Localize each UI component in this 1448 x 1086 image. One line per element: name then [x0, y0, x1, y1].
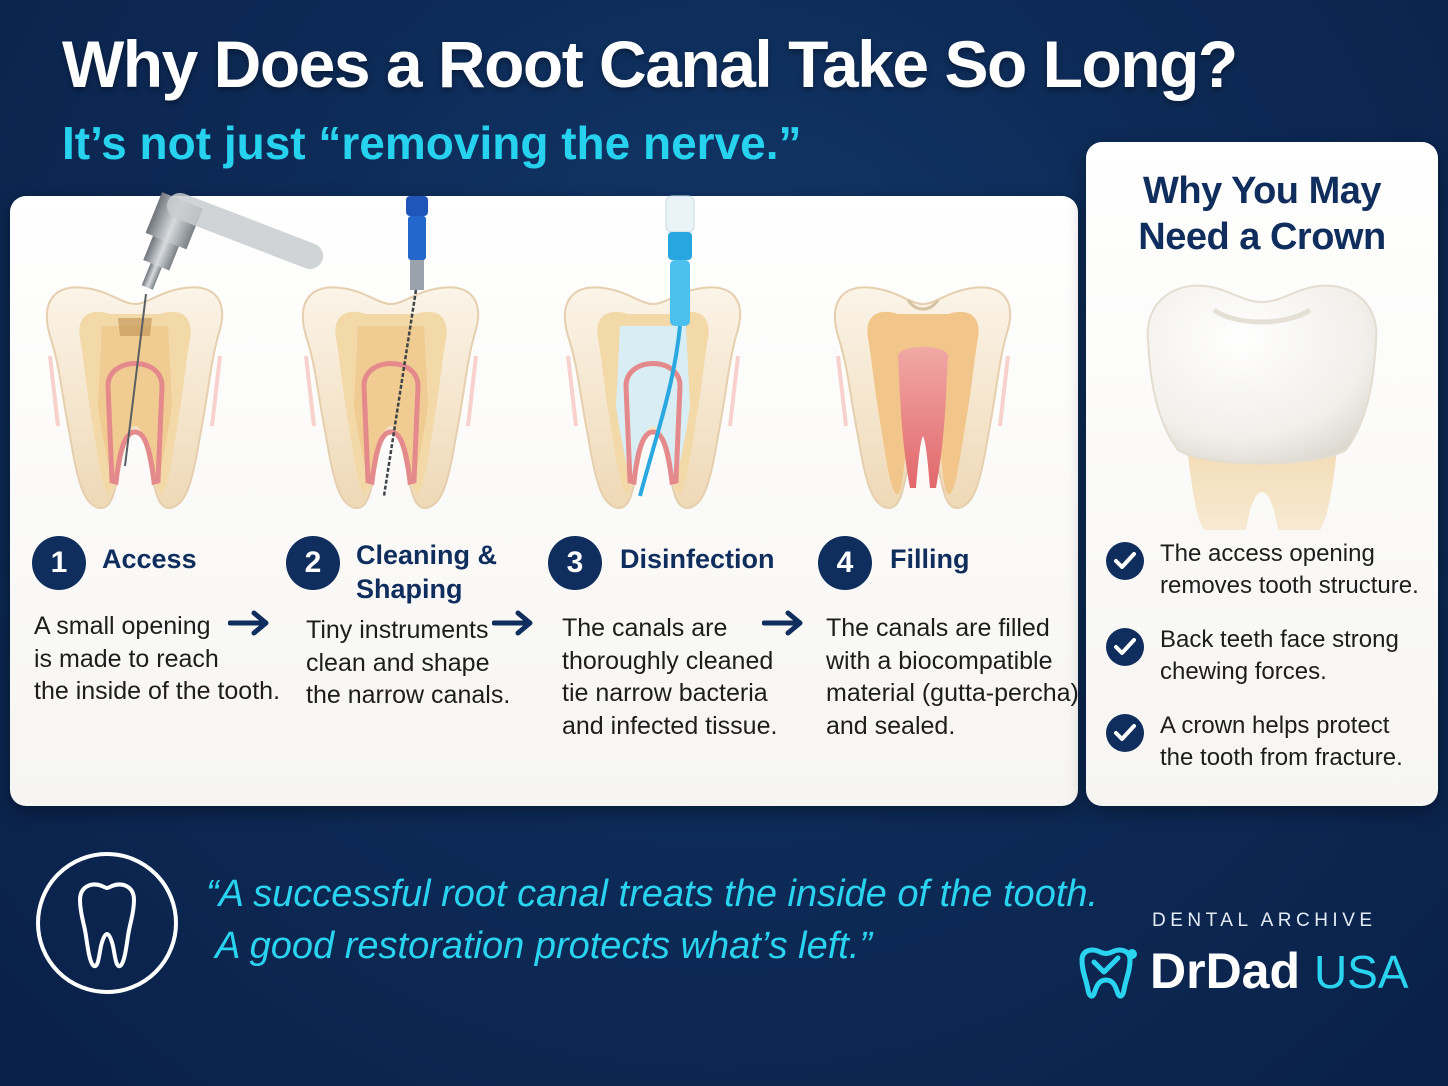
- step-title: Filling: [890, 542, 969, 576]
- step-description-line: material (gutta-percha): [826, 679, 1079, 707]
- step-description-line: tie narrow bacteria: [562, 679, 768, 707]
- steps-panel: 1 Access A small opening is made to reac…: [10, 192, 1079, 806]
- tooth-outline-icon: [78, 882, 136, 969]
- crown-title-line: Why You May: [1142, 170, 1382, 212]
- step-description: The canals are filled with a biocompatib…: [826, 612, 1079, 742]
- brand-suffix: USA: [1313, 946, 1409, 998]
- step-description: A small opening is made to reach the ins…: [34, 610, 280, 708]
- crown-reason-line: A crown helps protect: [1160, 712, 1390, 739]
- brand-name: DrDad: [1150, 943, 1301, 999]
- step-description-line: The canals are filled: [826, 614, 1050, 642]
- step-number-badge: 3: [548, 536, 602, 590]
- drdad-tooth-logo-icon: [1079, 947, 1137, 999]
- step-access: 1 Access A small opening is made to reac…: [10, 192, 323, 806]
- dental-crown-icon: [1146, 284, 1378, 530]
- step-description-line: A small opening: [34, 612, 211, 640]
- brand-wordmark: DrDad USA: [1150, 938, 1409, 1005]
- step-number-badge: 2: [286, 536, 340, 590]
- crown-reason-text: The access opening removes tooth structu…: [1160, 538, 1419, 602]
- crown-panel-title: Why You May Need a Crown: [1086, 168, 1438, 260]
- crown-reason-line: The access opening: [1160, 540, 1375, 567]
- tooth-cleaning-illustration: [301, 196, 480, 509]
- quote-line: “A successful root canal treats the insi…: [206, 873, 1099, 915]
- step-disinfection: 3 Disinfection The canals are thoroughly…: [526, 195, 796, 806]
- step-description-line: with a biocompatible: [826, 646, 1053, 675]
- step-description-line: is made to reach: [34, 644, 219, 673]
- arrow-right-icon: [228, 610, 269, 636]
- tooth-disinfection-illustration: [563, 195, 742, 509]
- step-description-line: the inside of the tooth.: [34, 677, 281, 705]
- tooth-outline-badge: [36, 852, 178, 994]
- archive-label: DENTAL ARCHIVE: [1152, 910, 1377, 931]
- crown-reason-line: Back teeth face strong: [1160, 626, 1399, 653]
- crown-reason-text: Back teeth face strong chewing forces.: [1160, 624, 1399, 688]
- step-description-line: thoroughly cleaned: [562, 646, 774, 675]
- tooth-access-illustration: [45, 192, 323, 509]
- checkmark-icon: [1106, 542, 1144, 580]
- step-description-line: and infected tissue.: [562, 711, 778, 740]
- step-title: Cleaning & Shaping: [356, 538, 497, 606]
- step-title: Access: [102, 542, 197, 576]
- step-title-line: Cleaning &: [356, 540, 498, 570]
- checkmark-icon: [1106, 714, 1144, 752]
- crown-panel: Why You May Need a Crown The access open…: [1086, 142, 1438, 806]
- page-subtitle: It’s not just “removing the nerve.”: [62, 117, 802, 169]
- checkmark-icon: [1106, 628, 1144, 666]
- tooth-filled-illustration: [833, 286, 1012, 509]
- step-title-line: Filling: [890, 544, 970, 574]
- step-number-badge: 1: [32, 536, 86, 590]
- step-title-line: Shaping: [356, 574, 463, 604]
- crown-reason-line: the tooth from fracture.: [1160, 744, 1403, 771]
- step-description-line: Tiny instruments: [306, 616, 489, 644]
- step-title: Disinfection: [620, 542, 775, 576]
- step-filling: 4 Filling The canals are filled with a b…: [796, 196, 1079, 806]
- crown-reason-line: removes tooth structure.: [1160, 572, 1419, 599]
- step-description-line: the narrow canals.: [306, 681, 511, 709]
- crown-title-line: Need a Crown: [1138, 216, 1386, 258]
- step-description-line: and sealed.: [826, 711, 956, 740]
- step-description-line: clean and shape: [306, 648, 490, 677]
- step-cleaning-shaping: 2 Cleaning & Shaping Tiny instruments cl…: [266, 196, 532, 806]
- arrow-right-icon: [762, 610, 803, 636]
- step-number-badge: 4: [818, 536, 872, 590]
- crown-reason-text: A crown helps protect the tooth from fra…: [1160, 710, 1403, 774]
- step-description-line: The canals are: [562, 614, 728, 642]
- step-title-line: Access: [102, 544, 197, 574]
- arrow-right-icon: [492, 610, 533, 636]
- crown-reason-line: chewing forces.: [1160, 658, 1327, 685]
- closing-quote: “A successful root canal treats the insi…: [206, 868, 1098, 972]
- step-description: The canals are thoroughly cleaned tie na…: [562, 612, 777, 742]
- quote-line: A good restoration protects what’s left.…: [206, 925, 873, 967]
- step-title-line: Disinfection: [620, 544, 775, 574]
- page-title: Why Does a Root Canal Take So Long?: [62, 27, 1238, 101]
- step-description: Tiny instruments clean and shape the nar…: [306, 614, 510, 712]
